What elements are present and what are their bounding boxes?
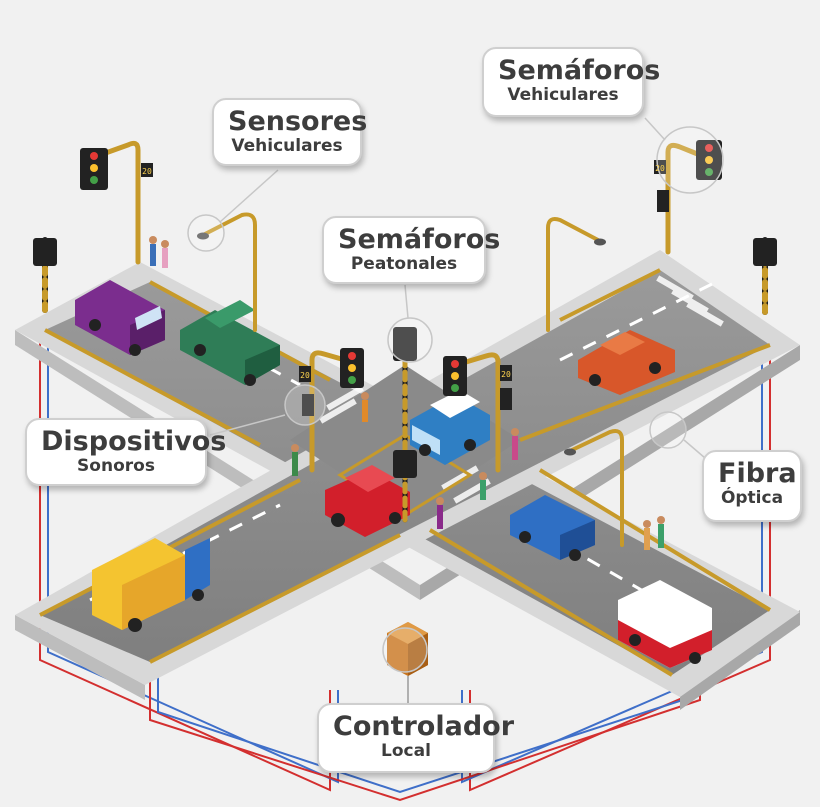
callout-title: Semáforos (338, 224, 501, 255)
traffic-infrastructure (33, 140, 777, 547)
callout-semaforos-peatonales: Semáforos Peatonales (322, 216, 501, 284)
vehicle-blue-minivan (410, 390, 490, 465)
vehicle-red-white-bus (618, 580, 712, 668)
callout-semaforos-vehiculares: Semáforos Vehiculares (482, 47, 661, 117)
callout-subtitle: Vehiculares (507, 85, 619, 106)
callout-title: Sensores (228, 106, 368, 137)
callout-subtitle: Sonoros (77, 456, 155, 477)
callout-subtitle: Peatonales (350, 254, 458, 275)
callout-subtitle: Óptica (720, 488, 784, 509)
callout-subtitle: Vehiculares (231, 136, 343, 157)
callout-sensores-vehiculares: Sensores Vehiculares (212, 98, 368, 166)
pedestrians (149, 236, 665, 550)
callout-controlador-local: Controlador Local (317, 703, 515, 773)
vehicle-purple-van (75, 280, 165, 356)
vehicle-green-pickup (180, 300, 280, 386)
callout-title: Controlador (333, 711, 515, 742)
callout-connectors (187, 117, 724, 673)
vehicle-red-suv (325, 465, 410, 537)
callout-dispositivos-sonoros: Dispositivos Sonoros (25, 418, 227, 486)
callout-fibra-optica: Fibra Óptica (702, 450, 802, 522)
controller-box-icon (387, 622, 428, 705)
vehicle-orange-pickup (578, 330, 675, 395)
callout-title: Fibra (718, 458, 797, 489)
callout-subtitle: Local (381, 741, 431, 762)
vehicle-yellow-truck (92, 538, 210, 632)
callout-title: Dispositivos (41, 426, 227, 457)
callout-title: Semáforos (498, 55, 661, 86)
vehicle-blue-van (510, 495, 595, 561)
